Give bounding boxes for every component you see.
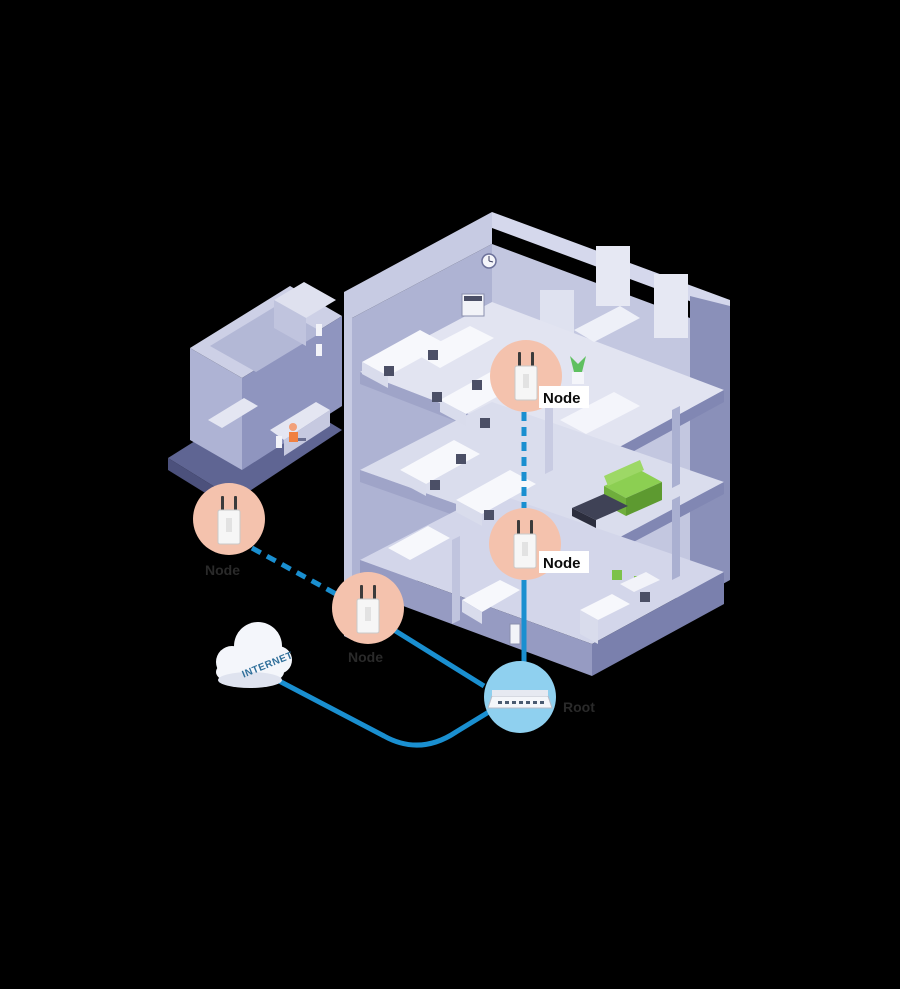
node-bottom-label: Node xyxy=(348,649,383,665)
node-left: Node xyxy=(193,483,265,578)
root-label: Root xyxy=(563,699,595,715)
root-switch: Root xyxy=(484,661,595,733)
node-mid: Node xyxy=(489,508,589,580)
node-bottom: Node xyxy=(332,572,404,665)
switch-icon xyxy=(487,690,553,709)
small-building xyxy=(168,282,342,512)
node-left-label: Node xyxy=(205,562,240,578)
node-mid-label: Node xyxy=(543,555,581,572)
node-top-label: Node xyxy=(543,390,581,407)
network-links xyxy=(250,412,527,748)
internet-cloud: INTERNET xyxy=(216,622,295,688)
node-top: Node xyxy=(490,340,589,412)
cloud-icon xyxy=(216,622,292,688)
